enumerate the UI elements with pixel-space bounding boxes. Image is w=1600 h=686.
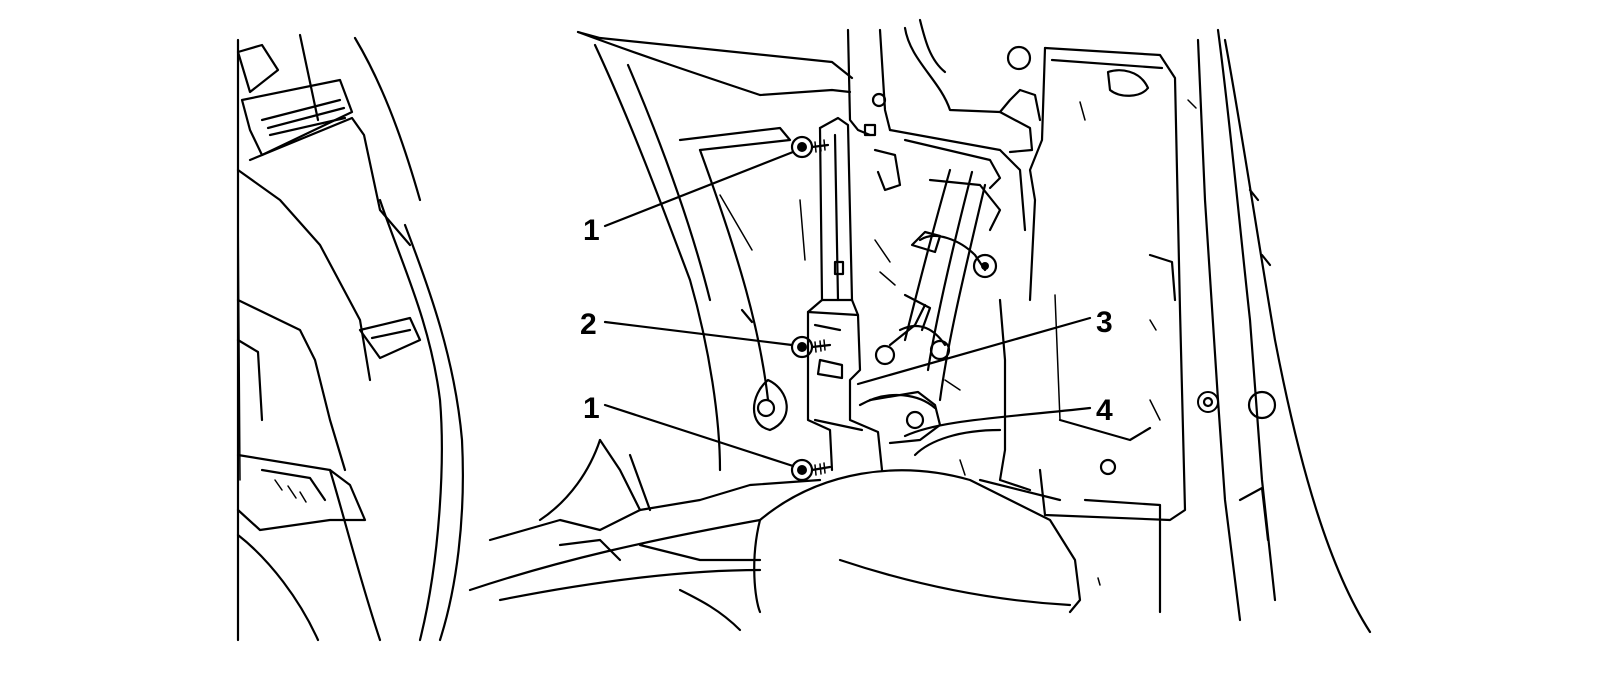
callout-2: 2 [580,308,597,341]
wheelhouse-panel [468,30,854,632]
right-side-panel [1028,46,1187,522]
stud-nut-middle [790,335,832,359]
callout-4: 4 [1096,394,1113,427]
leader-lines [603,150,1092,468]
left-trim-panel [236,33,464,642]
latch-mechanism [858,138,1032,492]
callout-1-lower: 1 [583,392,600,425]
leader-4 [903,406,1092,438]
far-right-pillar [1187,28,1372,634]
mounting-bracket [806,116,884,472]
callout-1-upper: 1 [583,214,600,247]
callout-labels: 1 2 3 1 4 [580,214,1113,427]
leader-1-lower [603,403,795,468]
leader-2 [603,320,794,347]
callout-3: 3 [1096,306,1113,339]
bolt-lower [790,458,832,482]
lower-console [753,469,1162,614]
door-pillar-frame [846,18,1042,232]
leader-1-upper [603,150,795,228]
bolt-upper [790,135,830,159]
leader-3 [856,316,1092,386]
